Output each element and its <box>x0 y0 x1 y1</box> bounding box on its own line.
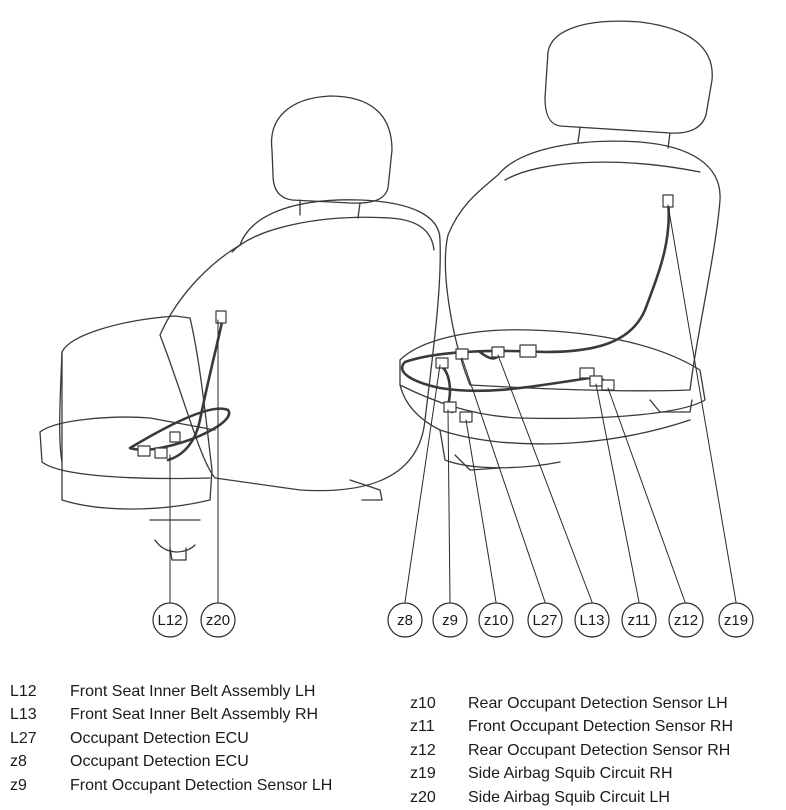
legend-description: Rear Occupant Detection Sensor LH <box>468 694 728 712</box>
right-seat-illustration <box>399 20 721 471</box>
callout-z20: z20 <box>200 602 236 638</box>
callout-label-z10: z10 <box>484 612 508 629</box>
legend-code: z20 <box>410 788 436 806</box>
legend-description: Front Seat Inner Belt Assembly RH <box>70 706 319 724</box>
connector-z12 <box>601 379 615 391</box>
legend-code: L12 <box>10 682 37 700</box>
legend: L12 Front Seat Inner Belt Assembly LH L1… <box>0 680 786 806</box>
legend-description: Occupant Detection ECU <box>70 753 249 771</box>
seat-wiring-diagram: L12 z20 z8 z9 z10 L27 L13 z11 <box>39 20 754 638</box>
callout-z8: z8 <box>387 602 423 638</box>
legend-row: z9 Front Occupant Detection Sensor LH <box>10 774 332 798</box>
callout-label-z19: z19 <box>724 612 748 629</box>
callout-label-z11: z11 <box>627 612 650 629</box>
callout-z12: z12 <box>668 602 704 638</box>
connector-l27 <box>519 344 537 358</box>
legend-description: Front Seat Inner Belt Assembly LH <box>70 682 316 700</box>
legend-code: z12 <box>410 741 436 759</box>
legend-row: z11 Front Occupant Detection Sensor RH <box>410 716 733 740</box>
legend-code: z8 <box>10 753 27 771</box>
connector-l12-a <box>137 445 151 457</box>
legend-row: z19 Side Airbag Squib Circuit RH <box>410 763 733 787</box>
connector-l13 <box>579 367 595 379</box>
callout-l13: L13 <box>574 602 610 638</box>
legend-row: L13 Front Seat Inner Belt Assembly RH <box>10 704 332 728</box>
callout-z19: z19 <box>718 602 754 638</box>
callout-label-z20: z20 <box>206 612 230 629</box>
left-seat-illustration <box>39 95 441 561</box>
legend-description: Side Airbag Squib Circuit LH <box>468 788 670 806</box>
legend-description: Occupant Detection ECU <box>70 729 249 747</box>
callouts: L12 z20 z8 z9 z10 L27 L13 z11 <box>152 602 754 638</box>
right-seat-harness <box>401 198 671 414</box>
legend-description: Front Occupant Detection Sensor RH <box>468 718 734 736</box>
legend-code: L27 <box>10 729 37 747</box>
callout-label-z12: z12 <box>674 612 698 629</box>
connector-z8 <box>443 401 457 413</box>
legend-code: z19 <box>410 765 436 783</box>
legend-code: z9 <box>10 776 27 794</box>
legend-row: L27 Occupant Detection ECU <box>10 727 332 751</box>
legend-right-column: z10 Rear Occupant Detection Sensor LH z1… <box>410 692 733 810</box>
leader-lines <box>169 204 737 603</box>
connector-l12-c <box>169 431 181 443</box>
legend-row: z20 Side Airbag Squib Circuit LH <box>410 786 733 810</box>
legend-code: z10 <box>410 694 436 712</box>
legend-code: L13 <box>10 706 37 724</box>
legend-row: z10 Rear Occupant Detection Sensor LH <box>410 692 733 716</box>
callout-label-l27: L27 <box>532 612 557 629</box>
callout-z11: z11 <box>621 602 657 638</box>
callout-label-z8: z8 <box>397 612 413 629</box>
legend-code: z11 <box>410 718 435 736</box>
connector-l12-b <box>154 447 168 459</box>
legend-description: Front Occupant Detection Sensor LH <box>70 776 333 794</box>
legend-left-column: L12 Front Seat Inner Belt Assembly LH L1… <box>10 680 332 798</box>
connector-z20-left <box>215 310 227 324</box>
legend-row: z12 Rear Occupant Detection Sensor RH <box>410 739 733 763</box>
callout-z10: z10 <box>478 602 514 638</box>
callout-label-l13: L13 <box>579 612 604 629</box>
connector-z8-upper <box>435 357 449 369</box>
legend-description: Rear Occupant Detection Sensor RH <box>468 741 731 759</box>
connector-z10 <box>491 346 505 358</box>
legend-row: L12 Front Seat Inner Belt Assembly LH <box>10 680 332 704</box>
callout-l12: L12 <box>152 602 188 638</box>
callout-label-z9: z9 <box>442 612 458 629</box>
legend-description: Side Airbag Squib Circuit RH <box>468 765 673 783</box>
legend-row: z8 Occupant Detection ECU <box>10 751 332 775</box>
callout-z9: z9 <box>432 602 468 638</box>
callout-l27: L27 <box>527 602 563 638</box>
callout-label-l12: L12 <box>157 612 182 629</box>
